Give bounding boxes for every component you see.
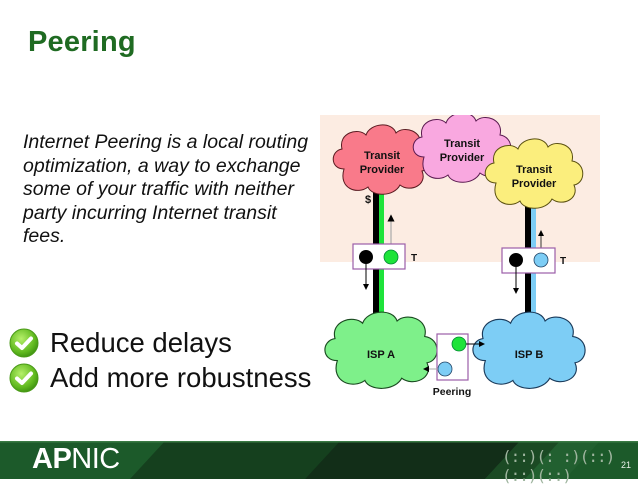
apnic-logo: APNIC (32, 443, 120, 476)
link-left-black (373, 190, 379, 365)
transit-provider-cloud-yellow: Transit Provider (484, 138, 584, 209)
cloud-label: Transit (444, 138, 480, 150)
green-packet (383, 249, 399, 265)
bullet-item: Add more robustness (8, 360, 311, 395)
transit-label: T (560, 256, 566, 267)
cloud-label: ISP A (367, 349, 395, 361)
blue-packet (533, 252, 549, 268)
transit-provider-cloud-red: Transit Provider (332, 124, 432, 195)
footer-bar (0, 441, 638, 479)
peering-label: Peering (433, 386, 472, 398)
check-circle-icon (9, 363, 39, 392)
check-circle-icon (9, 328, 39, 357)
bullet-list: Reduce delays Add more robustness (8, 325, 311, 395)
transit-provider-cloud-pink: Transit Provider (412, 115, 512, 183)
page-number: 21 (621, 460, 632, 470)
isp-b-cloud: ISP B (472, 311, 586, 389)
cloud-label: ISP B (515, 349, 544, 361)
link-left-green (379, 190, 384, 365)
logo-bold-part: AP (32, 443, 72, 475)
black-packet (359, 250, 373, 264)
bullet-item: Reduce delays (8, 325, 311, 360)
intro-paragraph: Internet Peering is a local routing opti… (23, 131, 309, 247)
cloud-label: Transit (364, 150, 400, 162)
braille-logo-mark: (::)(: :)(::)(::)(::) (502, 447, 615, 485)
bullet-text: Reduce delays (50, 326, 232, 358)
peering-diagram: Transit Provider Transit Provider Transi… (320, 115, 600, 398)
cloud-label: Provider (440, 152, 485, 164)
cloud-label: Transit (516, 164, 552, 176)
black-packet (509, 253, 523, 267)
isp-a-cloud: ISP A (324, 311, 438, 389)
cloud-label: Provider (512, 178, 557, 190)
dollar-label: $ (365, 194, 371, 206)
logo-light-part: NIC (71, 443, 120, 475)
slide-title: Peering (28, 26, 136, 58)
green-packet (451, 336, 467, 352)
bullet-text: Add more robustness (50, 361, 312, 393)
cloud-label: Provider (360, 164, 405, 176)
transit-label: T (411, 253, 417, 264)
blue-packet (437, 361, 453, 377)
